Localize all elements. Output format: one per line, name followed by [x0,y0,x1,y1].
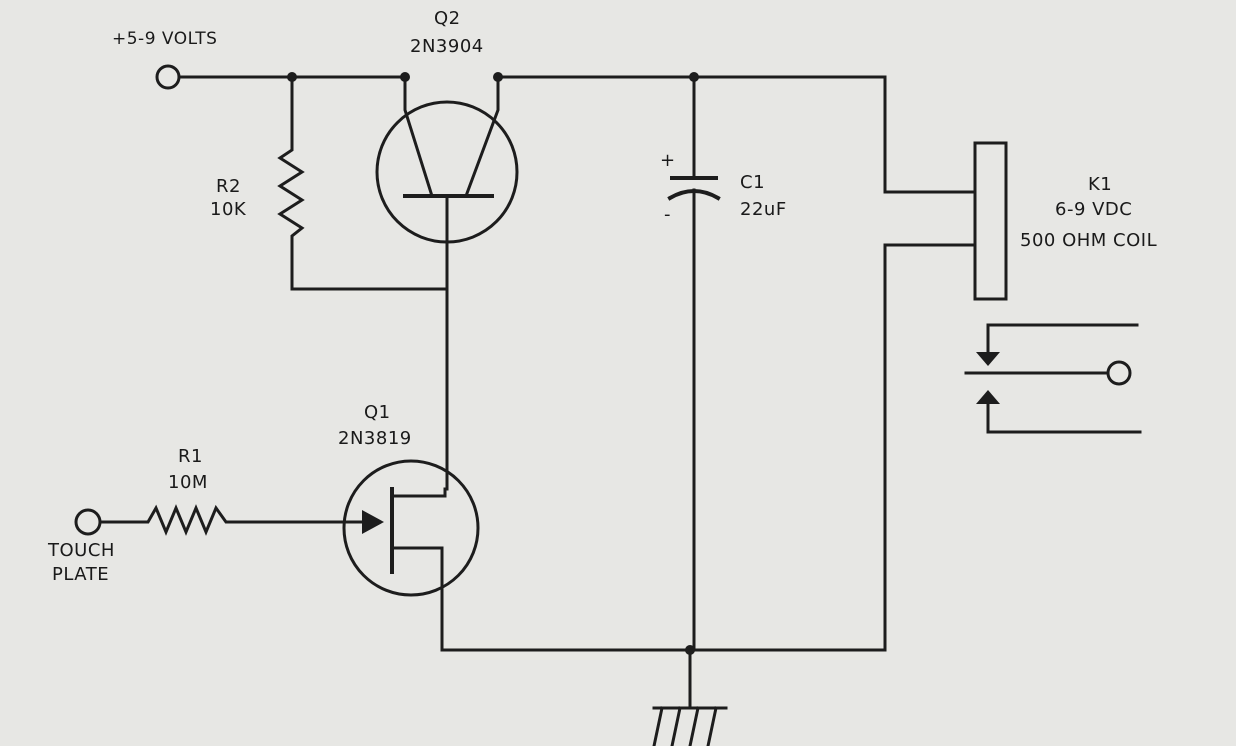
relay-k1 [883,141,1008,652]
supply-label: +5-9 VOLTS [112,29,217,49]
q1-ref: Q1 [364,402,391,423]
capacitor-c1 [667,75,721,652]
r2-ref: R2 [216,176,241,197]
supply-terminal [155,64,181,90]
touch-plate-line1: TOUCH [47,540,115,561]
ground-rail [440,648,887,710]
k1-coil: 500 OHM COIL [1020,230,1157,251]
touch-plate-line2: PLATE [52,564,109,585]
junction-dot [685,645,695,655]
r2-value: 10K [210,199,247,220]
jfet-q1 [342,459,480,652]
contact-terminal [1106,360,1132,386]
c1-plus: + [660,150,676,171]
q1-part: 2N3819 [338,428,412,449]
q2-part: 2N3904 [410,36,484,57]
relay-contacts [964,323,1142,434]
k1-rating: 6-9 VDC [1055,199,1132,220]
c1-minus: - [664,204,671,225]
ground-symbol [652,706,728,746]
c1-ref: C1 [740,172,765,193]
resistor-r2 [277,75,447,291]
q2-ref: Q2 [434,8,461,29]
k1-ref: K1 [1088,174,1112,195]
r1-value: 10M [168,472,208,493]
c1-value: 22uF [740,199,787,220]
transistor-q2 [375,75,519,491]
resistor-r1 [98,504,366,536]
touch-plate-terminal [74,508,102,536]
r1-ref: R1 [178,446,203,467]
